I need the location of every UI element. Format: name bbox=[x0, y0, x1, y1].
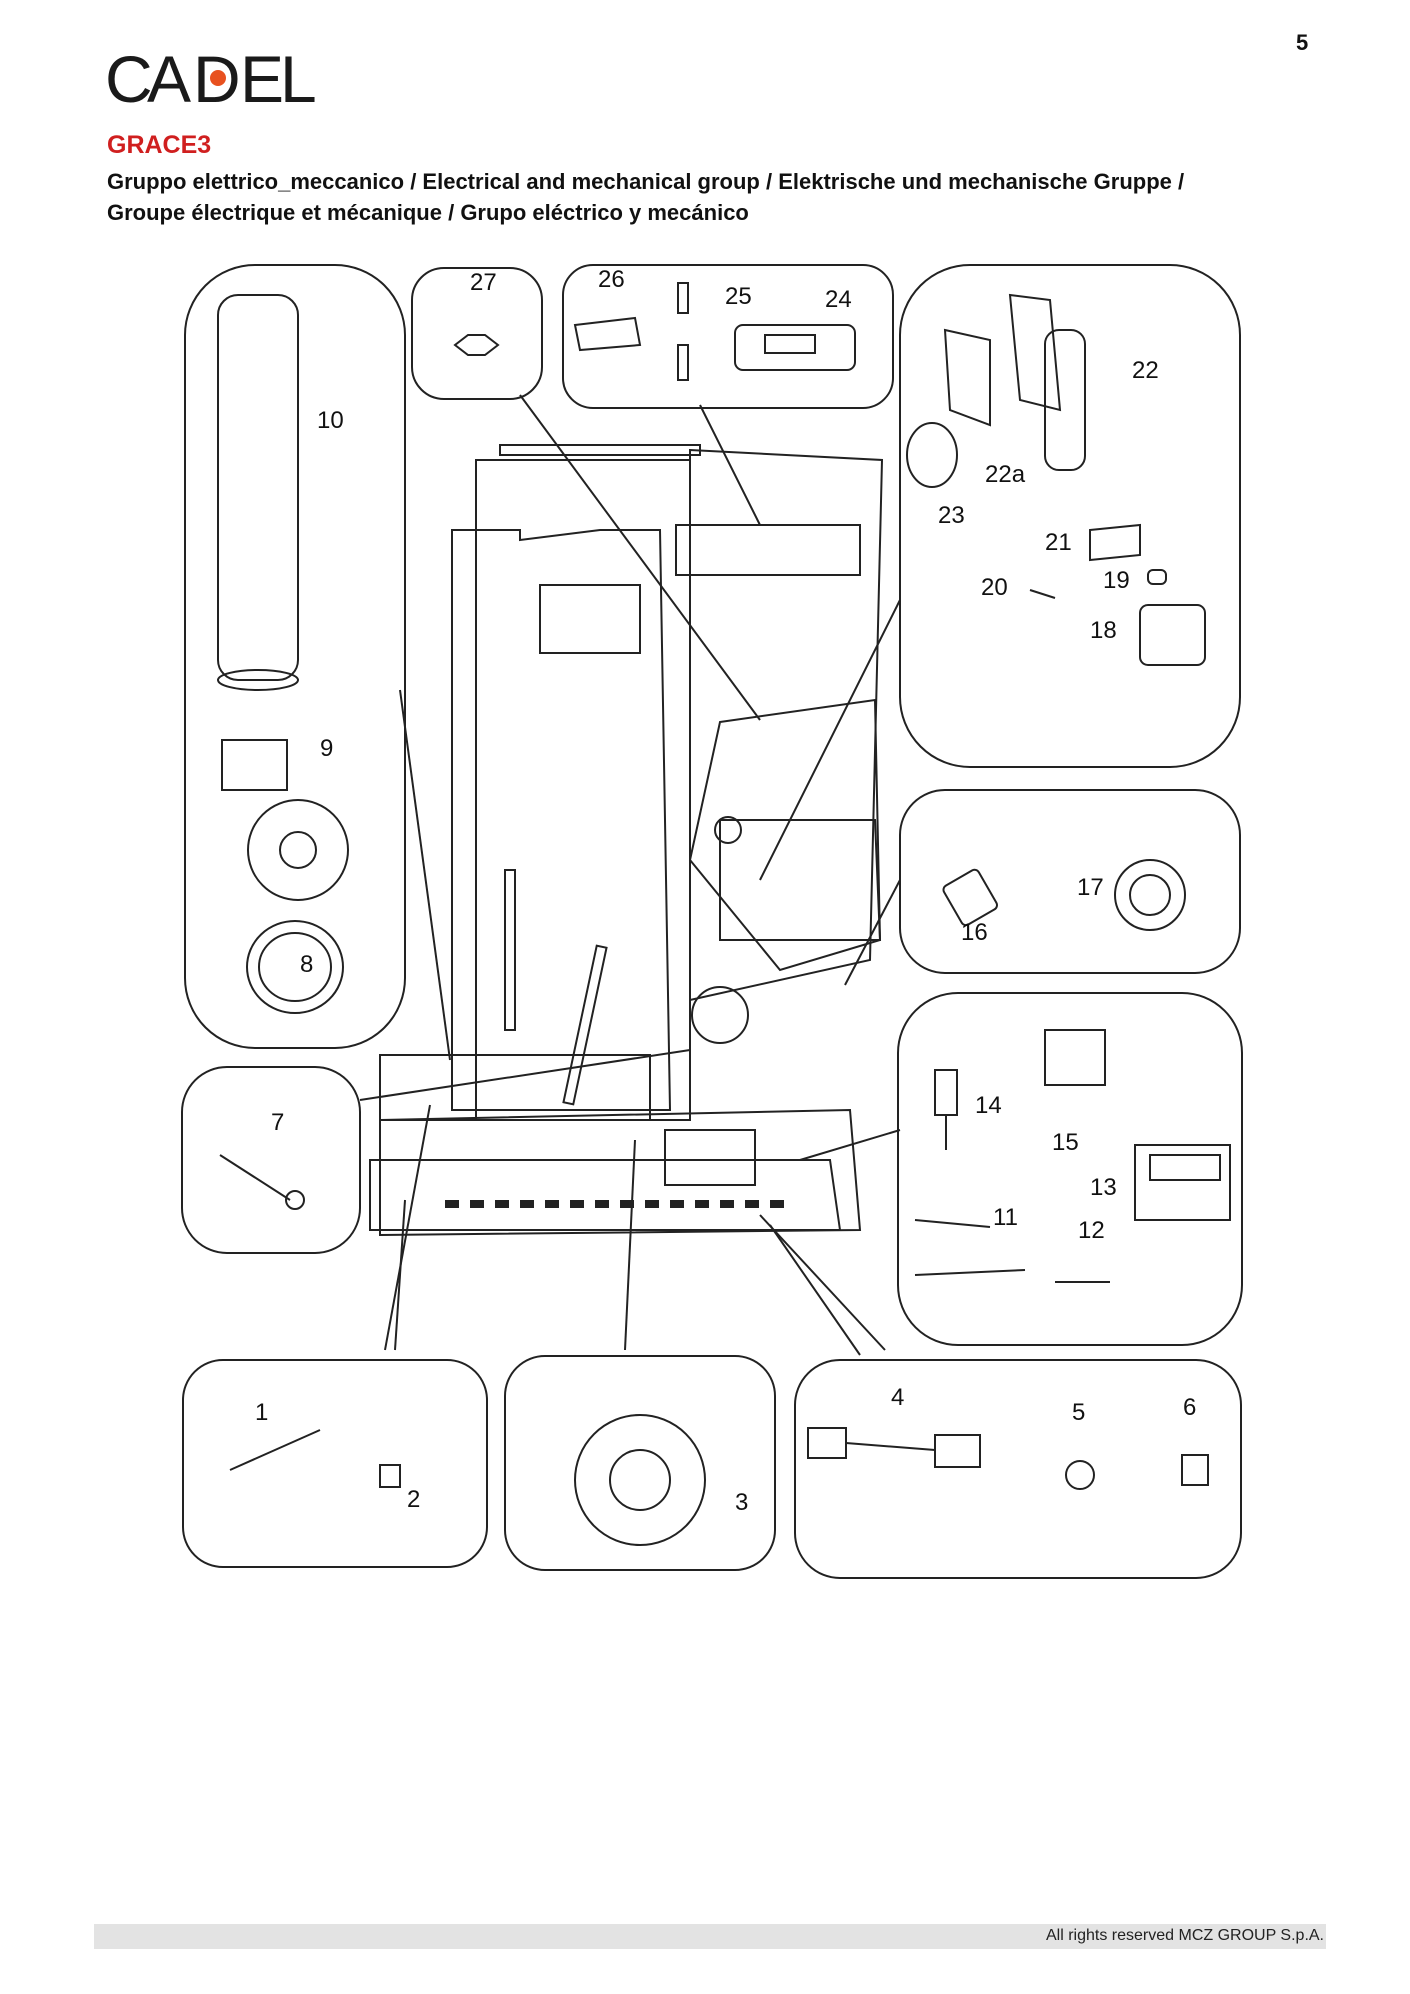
part-10-flue-pipe bbox=[217, 294, 299, 681]
callout-21: 21 bbox=[1045, 529, 1072, 556]
callout-7: 7 bbox=[271, 1109, 284, 1136]
part-4-connector-a bbox=[807, 1427, 847, 1459]
part-11-wire bbox=[914, 1219, 991, 1228]
callout-17: 17 bbox=[1077, 874, 1104, 901]
page-number: 5 bbox=[1296, 30, 1309, 55]
part-24-display bbox=[734, 324, 856, 371]
callout-5: 5 bbox=[1072, 1399, 1085, 1426]
panel-parts-11-15 bbox=[897, 992, 1243, 1346]
callout-14: 14 bbox=[975, 1092, 1002, 1119]
callout-19: 19 bbox=[1103, 567, 1130, 594]
part-21-bracket bbox=[1089, 523, 1141, 562]
part-9-fan bbox=[247, 799, 349, 901]
callout-16: 16 bbox=[961, 919, 988, 946]
logo-wordmark: C bbox=[105, 42, 152, 116]
callout-10: 10 bbox=[317, 407, 344, 434]
part-18-thermostat bbox=[1139, 604, 1206, 666]
part-14-cable bbox=[934, 1069, 958, 1116]
part-13-control-board bbox=[1134, 1144, 1231, 1221]
callout-23: 23 bbox=[938, 502, 965, 529]
part-15-transformer bbox=[1044, 1029, 1106, 1086]
callout-22a: 22a bbox=[985, 461, 1026, 488]
panel-parts-24-26 bbox=[562, 264, 894, 409]
part-7-probe bbox=[219, 1154, 291, 1201]
callout-24: 24 bbox=[825, 286, 852, 313]
footer-bar bbox=[94, 1924, 1326, 1949]
panel-part-3 bbox=[504, 1355, 776, 1571]
subtitle-line-1: Gruppo elettrico_meccanico / Electrical … bbox=[107, 169, 1185, 194]
callout-2: 2 bbox=[407, 1486, 420, 1513]
part-8-gasket bbox=[246, 920, 344, 1014]
part-19-knob bbox=[1147, 569, 1167, 585]
footer-copyright: All rights reserved MCZ GROUP S.p.A. bbox=[1046, 1927, 1324, 1944]
panel-parts-4-6 bbox=[794, 1359, 1242, 1579]
panel-parts-8-10 bbox=[184, 264, 406, 1049]
callout-26: 26 bbox=[598, 266, 625, 293]
callout-13: 13 bbox=[1090, 1174, 1117, 1201]
part-4-connector-b bbox=[934, 1434, 981, 1468]
callout-20: 20 bbox=[981, 574, 1008, 601]
callout-4: 4 bbox=[891, 1384, 904, 1411]
panel-parts-1-2 bbox=[182, 1359, 488, 1568]
panel-parts-18-23 bbox=[899, 264, 1241, 768]
subtitle-line-2: Groupe électrique et mécanique / Grupo e… bbox=[107, 200, 749, 225]
part-5-nut bbox=[1065, 1460, 1095, 1490]
part-20-screw bbox=[1029, 589, 1056, 599]
callout-22: 22 bbox=[1132, 357, 1159, 384]
callout-12: 12 bbox=[1078, 1217, 1105, 1244]
callout-27: 27 bbox=[470, 269, 497, 296]
base-vents bbox=[445, 1129, 784, 1208]
part-22-plate bbox=[943, 328, 991, 427]
callout-15: 15 bbox=[1052, 1129, 1079, 1156]
callout-25: 25 bbox=[725, 283, 752, 310]
panel-part-7 bbox=[181, 1066, 361, 1254]
svg-text:A: A bbox=[147, 42, 191, 116]
subtitle: Gruppo elettrico_meccanico / Electrical … bbox=[107, 166, 1307, 228]
callout-6: 6 bbox=[1183, 1394, 1196, 1421]
cadel-logo: C A D E L bbox=[105, 40, 325, 120]
svg-text:L: L bbox=[280, 42, 316, 116]
model-title: GRACE3 bbox=[107, 131, 212, 159]
callout-11: 11 bbox=[993, 1204, 1018, 1231]
part-22-auger-motor bbox=[1044, 329, 1086, 471]
callout-labels: 1 2 3 4 5 6 7 8 9 10 11 12 13 14 15 16 1… bbox=[255, 266, 1196, 1516]
part-1-probe bbox=[229, 1429, 321, 1471]
logo-dot bbox=[210, 70, 226, 86]
svg-text:D: D bbox=[193, 42, 240, 116]
callout-1: 1 bbox=[255, 1399, 268, 1426]
part-glyphs bbox=[217, 282, 1231, 1546]
svg-text:E: E bbox=[240, 42, 283, 116]
callout-3: 3 bbox=[735, 1489, 748, 1516]
callout-8: 8 bbox=[300, 951, 313, 978]
part-17-pressure-switch bbox=[1114, 859, 1186, 931]
part-27-clip bbox=[453, 334, 500, 356]
leader-lines bbox=[359, 394, 901, 1356]
part-3-blower bbox=[574, 1414, 706, 1546]
stove-body bbox=[369, 444, 884, 1237]
part-26-plate bbox=[573, 316, 642, 352]
part-25-bracket bbox=[677, 282, 689, 314]
part-2-igniter-clip bbox=[379, 1464, 401, 1488]
part-6-switch bbox=[1181, 1454, 1209, 1486]
part-23-ring bbox=[906, 422, 958, 488]
callout-9: 9 bbox=[320, 735, 333, 762]
panel-part-27 bbox=[411, 267, 543, 400]
part-16-fuse bbox=[942, 868, 998, 927]
callout-18: 18 bbox=[1090, 617, 1117, 644]
